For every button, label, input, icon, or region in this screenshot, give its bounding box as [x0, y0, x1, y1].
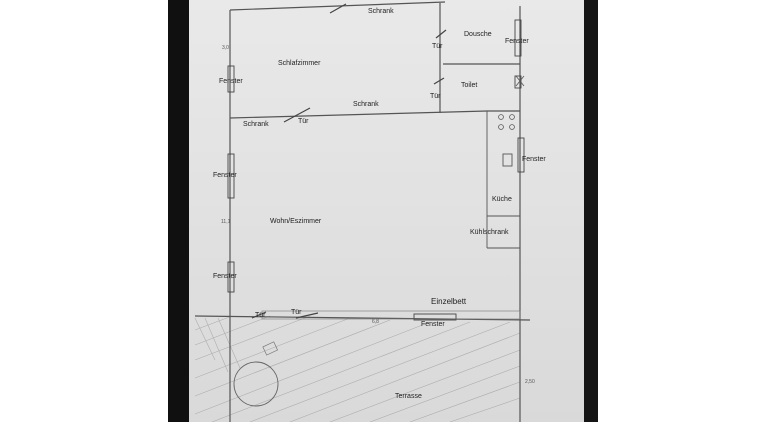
label-tuer-terrace-1: Tür: [255, 312, 266, 319]
label-schrank-top: Schrank: [368, 8, 394, 15]
label-fenster-left-low: Fenster: [213, 273, 237, 280]
walls: [194, 1, 531, 422]
label-fenster-kitchen: Fenster: [522, 156, 546, 163]
stove-burners: [498, 114, 515, 130]
room-label-kuehlschrank: Kühlschrank: [470, 229, 509, 236]
room-label-toilet: Toilet: [461, 82, 478, 89]
label-fenster-bedroom: Fenster: [219, 78, 243, 85]
label-schrank-left: Schrank: [243, 121, 269, 128]
label-tuer-bedroom: Tür: [298, 118, 309, 125]
room-label-dousche: Dousche: [464, 31, 492, 38]
kitchen-counter: [486, 111, 520, 249]
dimension-bottom-right: 2,50: [525, 379, 535, 385]
room-label-wohn-esszimmer: Wohn/Eszimmer: [270, 218, 322, 225]
window-marks: [227, 19, 525, 321]
label-fenster-left-mid: Fenster: [213, 172, 237, 179]
label-fenster-dousche: Fenster: [505, 38, 529, 45]
photo-frame-left: [168, 0, 190, 422]
terrace-table: [233, 361, 279, 407]
label-fenster-bottom: Fenster: [421, 321, 445, 328]
dimension-left-mid: 11,1: [221, 219, 231, 225]
label-schrank-middle: Schrank: [353, 101, 379, 108]
terrace-hatching: [194, 315, 521, 422]
room-label-terrasse: Terrasse: [395, 393, 422, 400]
photo-frame-right: [584, 0, 598, 422]
label-tuer-toilet: Tür: [430, 93, 441, 100]
room-label-schlafzimmer: Schlafzimmer: [278, 60, 321, 67]
label-tuer-terrace-2: Tür: [291, 309, 302, 316]
terrace-chair: [262, 341, 279, 356]
single-bed: [261, 310, 521, 320]
label-einzelbett: Einzelbett: [431, 297, 467, 306]
label-tuer-dousche: Tür: [432, 43, 443, 50]
vent-marks: [515, 75, 525, 87]
dimension-top-left: 3,0: [222, 45, 229, 51]
paper-sheet: [189, 0, 584, 422]
door-marks: [251, 3, 447, 319]
dimension-bottom-mid: 6,8: [372, 319, 379, 325]
room-label-kueche: Küche: [492, 196, 512, 203]
